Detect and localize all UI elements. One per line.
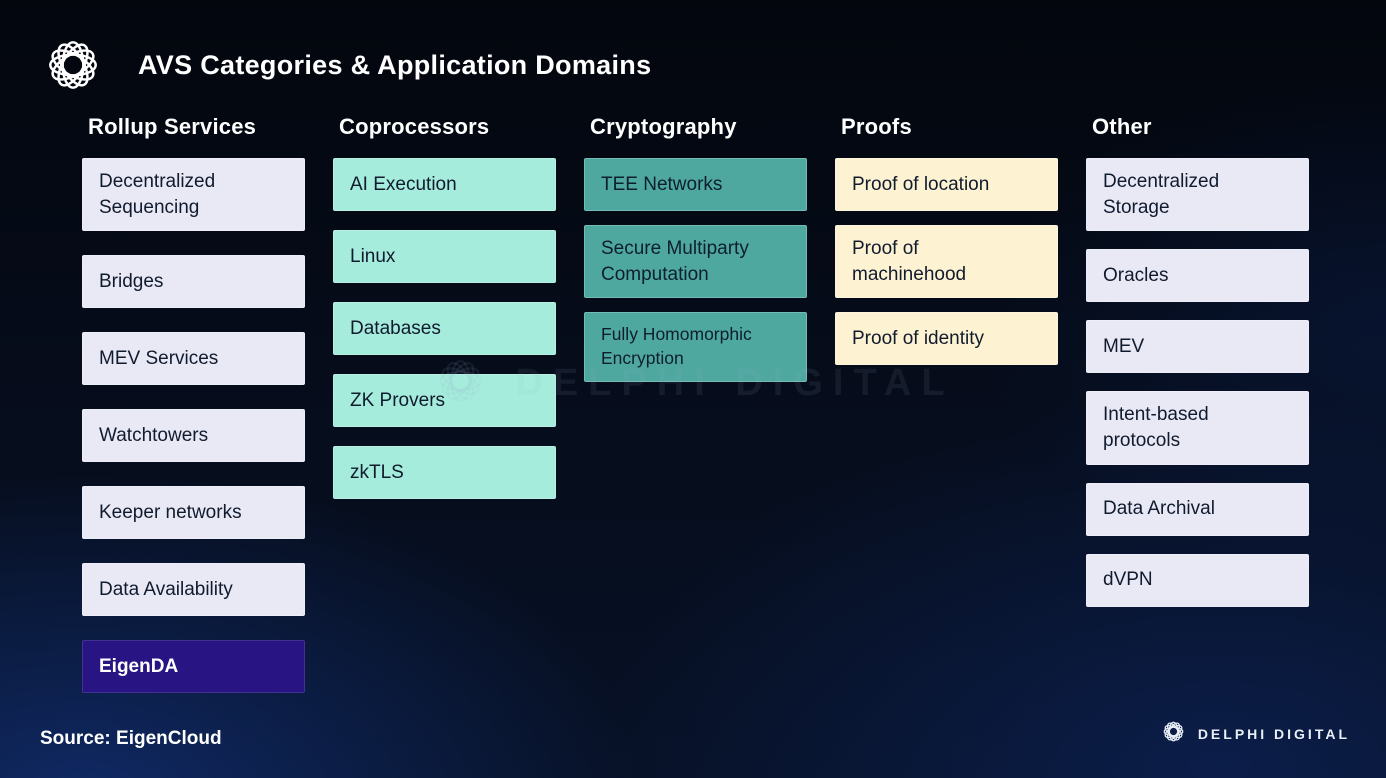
brand-wordmark: DELPHI DIGITAL — [1197, 726, 1350, 742]
category-box: Linux — [333, 230, 556, 283]
category-box: MEV Services — [82, 332, 305, 386]
category-box: Proof of location — [835, 158, 1058, 211]
page-title: AVS Categories & Application Domains — [138, 49, 652, 80]
column-coprocessors: Coprocessors AI Execution Linux Database… — [333, 114, 556, 693]
delphi-knot-logo — [40, 32, 106, 98]
category-box: Proof of identity — [835, 312, 1058, 366]
box-eigenda: EigenDA — [82, 640, 305, 694]
column-cryptography: Cryptography TEE Networks Secure Multipa… — [584, 114, 807, 693]
category-box: Watchtowers — [82, 409, 305, 463]
category-box: Data Archival — [1086, 482, 1309, 536]
column-proofs: Proofs Proof of location Proof of machin… — [835, 114, 1058, 693]
column-boxes: Decentralized Sequencing Bridges MEV Ser… — [82, 158, 305, 694]
column-rollup-services: Rollup Services Decentralized Sequencing… — [82, 114, 305, 694]
column-boxes: Decentralized Storage Oracles MEV Intent… — [1086, 158, 1309, 607]
category-box: Decentralized Sequencing — [82, 158, 305, 232]
column-heading: Rollup Services — [88, 114, 257, 139]
brand-lockup: DELPHI DIGITAL — [1160, 718, 1350, 750]
category-box: Databases — [333, 302, 556, 355]
category-box: ZK Provers — [333, 374, 556, 427]
category-box: Decentralized Storage — [1086, 158, 1309, 232]
source-note: Source: EigenCloud — [40, 728, 222, 749]
header: AVS Categories & Application Domains — [0, 0, 1386, 98]
column-heading: Coprocessors — [339, 114, 490, 139]
category-box: Secure Multiparty Computation — [584, 225, 807, 299]
column-boxes: Proof of location Proof of machinehood P… — [835, 158, 1058, 366]
category-box: AI Execution — [333, 158, 556, 211]
category-columns: Rollup Services Decentralized Sequencing… — [82, 114, 1386, 694]
category-box: Keeper networks — [82, 486, 305, 540]
category-box: Proof of machinehood — [835, 225, 1058, 299]
category-box: Data Availability — [82, 563, 305, 617]
category-box: MEV — [1086, 320, 1309, 374]
category-box: Fully Homomorphic Encryption — [584, 312, 807, 382]
column-other: Other Decentralized Storage Oracles MEV … — [1086, 114, 1309, 693]
column-boxes: TEE Networks Secure Multiparty Computati… — [584, 158, 807, 382]
category-box: Bridges — [82, 255, 305, 309]
column-boxes: AI Execution Linux Databases ZK Provers … — [333, 158, 556, 499]
category-box: Oracles — [1086, 249, 1309, 303]
category-box: Intent-based protocols — [1086, 391, 1309, 465]
category-box: TEE Networks — [584, 158, 807, 211]
category-box: dVPN — [1086, 553, 1309, 607]
column-heading: Other — [1092, 114, 1152, 139]
category-box: zkTLS — [333, 446, 556, 499]
column-heading: Proofs — [841, 114, 912, 139]
column-heading: Cryptography — [590, 114, 737, 139]
delphi-knot-icon — [1160, 718, 1187, 750]
